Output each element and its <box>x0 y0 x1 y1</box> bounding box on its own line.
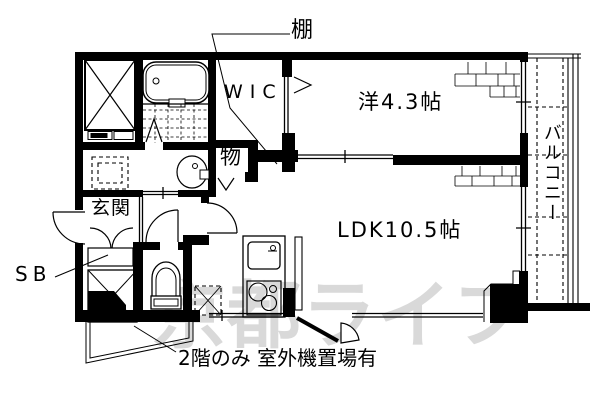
label-entrance: 玄関 <box>91 197 132 219</box>
label-ldk: LDK10.5帖 <box>337 218 463 242</box>
toilet <box>150 261 182 310</box>
leader-lines <box>54 33 290 353</box>
bath-floor-grid <box>143 103 209 143</box>
wash-basin <box>176 155 210 189</box>
label-balcony: バルコニー <box>540 123 562 223</box>
elevator-shaft <box>84 59 136 131</box>
label-shoe-box: SB <box>15 262 52 286</box>
windows <box>138 62 531 321</box>
label-western-room: 洋4.3帖 <box>358 90 444 114</box>
pillar-step-outline <box>483 270 520 322</box>
outdoor-unit-porch <box>85 322 194 364</box>
bath-folding-door <box>145 117 163 143</box>
hall-ldk-door-arc <box>206 202 238 234</box>
washing-machine-space <box>91 156 129 190</box>
meter-box <box>87 131 134 140</box>
pillar-box <box>87 269 138 323</box>
label-wic: WIC <box>224 81 283 103</box>
kitchen-sink <box>247 241 281 270</box>
label-note: 2階のみ 室外機置場有 <box>178 346 378 370</box>
balcony-outline <box>528 53 581 303</box>
label-shelf: 棚 <box>291 18 314 43</box>
service-door <box>296 316 360 344</box>
wic-door-triangle <box>293 76 313 94</box>
label-storage: 物 <box>220 145 241 169</box>
entrance-door-arc <box>52 211 86 245</box>
bathtub <box>142 61 210 108</box>
stove-burners <box>246 280 282 316</box>
shoe-box <box>87 247 134 267</box>
doors <box>52 76 360 344</box>
beam-hatch-ldk <box>454 166 520 187</box>
kitchen-counter <box>242 235 303 318</box>
toilet-door-arc <box>145 209 179 243</box>
watermark-text: 京都ライフ <box>152 273 527 359</box>
beam-hatch-west-room <box>454 62 520 98</box>
refrigerator-space <box>194 285 222 316</box>
shoebox-doors <box>89 227 134 250</box>
storage-door-triangle <box>217 177 235 192</box>
